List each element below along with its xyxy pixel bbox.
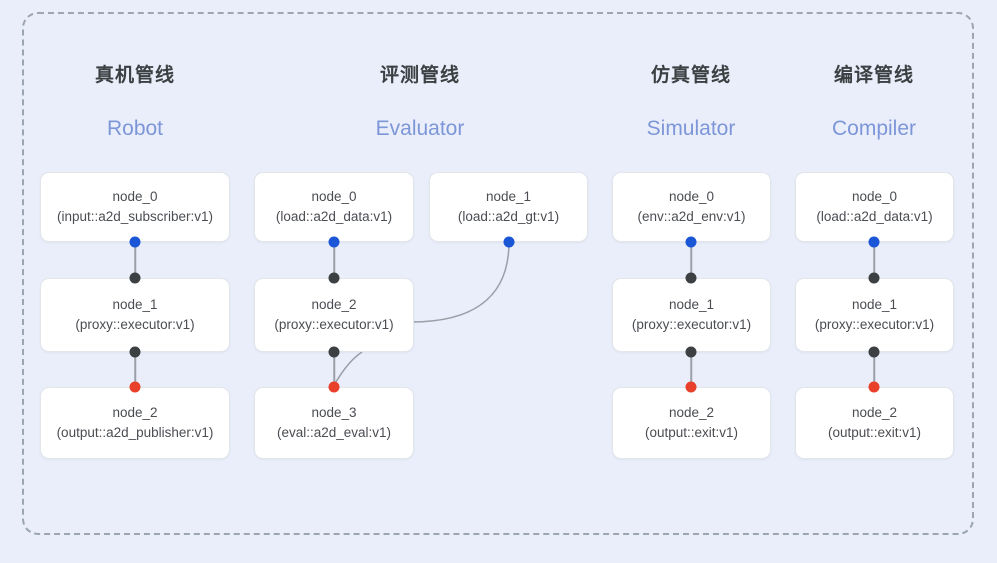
port-output-simulator-2[interactable] bbox=[685, 381, 697, 393]
port-out-compiler-1[interactable] bbox=[868, 346, 880, 358]
node-spec: (input::a2d_subscriber:v1) bbox=[56, 209, 214, 224]
node-name: node_2 bbox=[311, 297, 357, 312]
node-spec: (load::a2d_data:v1) bbox=[275, 209, 393, 224]
node-evaluator-2[interactable]: node_2 (proxy::executor:v1) bbox=[254, 278, 414, 352]
node-compiler-2[interactable]: node_2 (output::exit:v1) bbox=[795, 387, 954, 459]
edge-sim-1-2 bbox=[690, 352, 692, 387]
port-input-robot-0[interactable] bbox=[129, 236, 141, 248]
node-name: node_0 bbox=[311, 189, 357, 204]
node-spec: (proxy::executor:v1) bbox=[75, 317, 195, 332]
node-robot-1[interactable]: node_1 (proxy::executor:v1) bbox=[40, 278, 230, 352]
node-evaluator-0[interactable]: node_0 (load::a2d_data:v1) bbox=[254, 172, 414, 242]
node-name: node_2 bbox=[851, 405, 898, 420]
edge-sim-0-1 bbox=[690, 242, 692, 278]
node-robot-2[interactable]: node_2 (output::a2d_publisher:v1) bbox=[40, 387, 230, 459]
node-name: node_1 bbox=[668, 297, 715, 312]
port-out-simulator-1[interactable] bbox=[685, 346, 697, 358]
edge-eval-2-3 bbox=[333, 352, 335, 387]
port-in-compiler-1[interactable] bbox=[868, 272, 880, 284]
node-compiler-1[interactable]: node_1 (proxy::executor:v1) bbox=[795, 278, 954, 352]
node-name: node_1 bbox=[485, 189, 532, 204]
node-evaluator-3[interactable]: node_3 (eval::a2d_eval:v1) bbox=[254, 387, 414, 459]
node-spec: (output::exit:v1) bbox=[827, 425, 922, 440]
edge-comp-1-2 bbox=[873, 352, 875, 387]
node-name: node_0 bbox=[851, 189, 898, 204]
node-spec: (load::a2d_data:v1) bbox=[816, 209, 933, 224]
port-in-robot-1[interactable] bbox=[129, 272, 141, 284]
node-spec: (proxy::executor:v1) bbox=[274, 317, 394, 332]
port-in-evaluator-2[interactable] bbox=[328, 272, 340, 284]
edge-comp-0-1 bbox=[873, 242, 875, 278]
node-name: node_1 bbox=[112, 297, 158, 312]
port-out-robot-1[interactable] bbox=[129, 346, 141, 358]
node-spec: (output::exit:v1) bbox=[644, 425, 739, 440]
node-name: node_0 bbox=[668, 189, 715, 204]
node-spec: (proxy::executor:v1) bbox=[631, 317, 752, 332]
node-spec: (load::a2d_gt:v1) bbox=[457, 209, 560, 224]
node-name: node_0 bbox=[112, 189, 158, 204]
node-name: node_1 bbox=[851, 297, 898, 312]
node-spec: (eval::a2d_eval:v1) bbox=[276, 425, 392, 440]
node-simulator-0[interactable]: node_0 (env::a2d_env:v1) bbox=[612, 172, 771, 242]
port-output-robot-2[interactable] bbox=[129, 381, 141, 393]
node-name: node_2 bbox=[112, 405, 158, 420]
node-evaluator-1[interactable]: node_1 (load::a2d_gt:v1) bbox=[429, 172, 588, 242]
node-robot-0[interactable]: node_0 (input::a2d_subscriber:v1) bbox=[40, 172, 230, 242]
node-spec: (env::a2d_env:v1) bbox=[637, 209, 746, 224]
port-input-simulator-0[interactable] bbox=[685, 236, 697, 248]
node-simulator-1[interactable]: node_1 (proxy::executor:v1) bbox=[612, 278, 771, 352]
node-spec: (output::a2d_publisher:v1) bbox=[56, 425, 214, 440]
edge-robot-0-1 bbox=[134, 242, 136, 278]
port-input-compiler-0[interactable] bbox=[868, 236, 880, 248]
port-output-compiler-2[interactable] bbox=[868, 381, 880, 393]
node-spec: (proxy::executor:v1) bbox=[814, 317, 935, 332]
node-simulator-2[interactable]: node_2 (output::exit:v1) bbox=[612, 387, 771, 459]
port-in-simulator-1[interactable] bbox=[685, 272, 697, 284]
node-name: node_3 bbox=[311, 405, 357, 420]
port-input-evaluator-1[interactable] bbox=[503, 236, 515, 248]
edge-robot-1-2 bbox=[134, 352, 136, 387]
node-compiler-0[interactable]: node_0 (load::a2d_data:v1) bbox=[795, 172, 954, 242]
port-output-evaluator-3[interactable] bbox=[328, 381, 340, 393]
port-out-evaluator-2[interactable] bbox=[328, 346, 340, 358]
port-input-evaluator-0[interactable] bbox=[328, 236, 340, 248]
edge-eval-0-2 bbox=[333, 242, 335, 278]
node-name: node_2 bbox=[668, 405, 715, 420]
